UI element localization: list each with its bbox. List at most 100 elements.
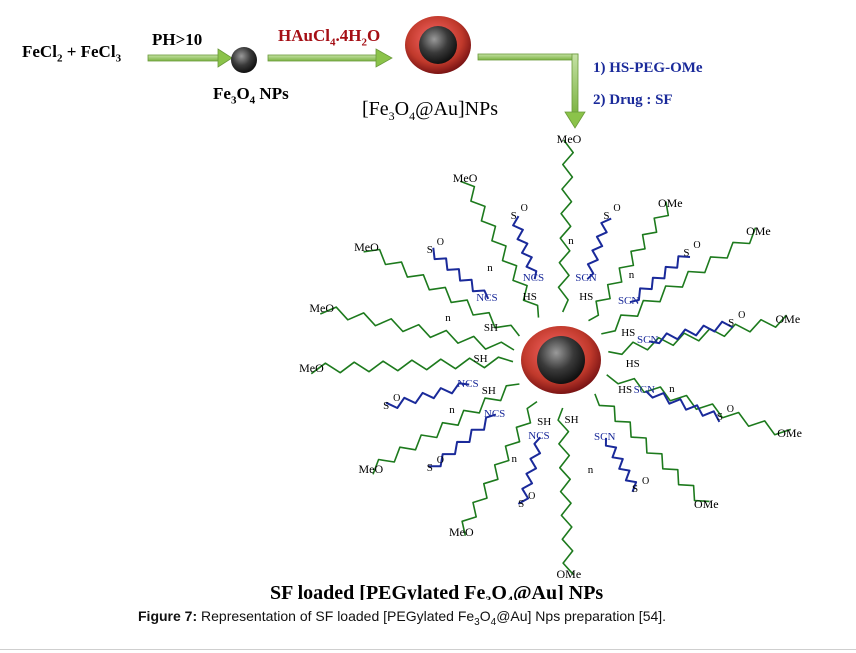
label-ome: OMe xyxy=(775,312,801,327)
label-o: O xyxy=(693,239,701,251)
label-s: S xyxy=(426,243,433,256)
bond-chain xyxy=(648,320,734,345)
label-o: O xyxy=(613,203,621,215)
bond-chain xyxy=(601,227,757,335)
label-ncs: NCS xyxy=(483,407,506,420)
label-o: O xyxy=(436,236,444,248)
label-s: S xyxy=(518,497,525,510)
bond-chain xyxy=(432,247,490,300)
label-ome: OMe xyxy=(693,496,719,511)
label-n: n xyxy=(449,403,455,416)
label-scn: SCN xyxy=(575,272,597,285)
label-meo: MeO xyxy=(358,462,384,476)
label-sh: SH xyxy=(481,385,496,397)
label-hs: HS xyxy=(625,358,640,371)
label-n: n xyxy=(568,235,574,248)
bond-chain xyxy=(428,413,497,468)
label-ncs: NCS xyxy=(457,377,479,390)
bond-chain xyxy=(319,306,515,351)
label-o: O xyxy=(642,475,650,487)
label-meo: MeO xyxy=(299,360,324,375)
label-scn: SCN xyxy=(637,334,659,347)
bond-chain xyxy=(385,382,470,409)
step3-reagent-2: 2) Drug : SF xyxy=(593,92,673,108)
bond-chain xyxy=(363,248,521,337)
label-n: n xyxy=(511,452,518,465)
bond-chain xyxy=(608,314,788,356)
label-o: O xyxy=(520,203,528,215)
bond-chain xyxy=(512,215,538,280)
label-ome: OMe xyxy=(746,224,771,238)
label-meo: MeO xyxy=(556,132,582,147)
label-n: n xyxy=(628,268,635,281)
label-scn: SCN xyxy=(617,295,640,308)
label-s: S xyxy=(603,210,610,223)
bond-chain xyxy=(586,217,612,280)
label-s: S xyxy=(510,210,517,223)
label-ome: OMe xyxy=(556,566,582,581)
label-s: S xyxy=(632,482,639,495)
label-sh: SH xyxy=(537,416,552,429)
bond-chain xyxy=(557,139,574,313)
fe3o4-au-nanoparticle xyxy=(405,16,471,74)
label-n: n xyxy=(587,464,594,477)
label-o: O xyxy=(436,455,444,467)
label-hs: HS xyxy=(522,290,537,303)
label-sh: SH xyxy=(473,353,488,365)
label-hs: HS xyxy=(618,384,633,396)
bond-chain xyxy=(460,180,540,318)
label-ome: OMe xyxy=(777,426,802,441)
bond-chain xyxy=(606,374,792,436)
bond-chain xyxy=(644,390,721,423)
product-title: SF loaded [PEGylated Fe3O4@Au] NPs xyxy=(270,582,604,600)
fe3o4-nanoparticle xyxy=(231,47,257,73)
label-ncs: NCS xyxy=(522,272,545,285)
label-ncs: NCS xyxy=(528,430,550,443)
label-meo: MeO xyxy=(354,239,379,254)
step3-reagent-1: 1) HS-PEG-OMe xyxy=(593,60,703,76)
label-o: O xyxy=(528,490,536,502)
label-meo: MeO xyxy=(449,525,474,540)
label-meo: MeO xyxy=(452,170,478,185)
bond-chain xyxy=(461,400,538,536)
fe3o4-np-label: Fe3O4 NPs xyxy=(213,84,289,107)
label-scn: SCN xyxy=(594,430,616,443)
label-s: S xyxy=(728,316,735,329)
label-n: n xyxy=(445,311,451,324)
label-o: O xyxy=(738,309,746,321)
label-s: S xyxy=(716,411,723,424)
label-s: S xyxy=(426,462,433,475)
label-n: n xyxy=(669,382,675,395)
bond-chain xyxy=(588,201,670,322)
bond-chain xyxy=(629,255,691,304)
bottom-rule xyxy=(0,649,856,650)
bond-chain xyxy=(517,436,542,505)
label-sh: SH xyxy=(564,414,579,427)
label-s: S xyxy=(683,246,690,259)
label-meo: MeO xyxy=(309,301,335,316)
figure-label: Figure 7: xyxy=(138,608,198,624)
step1-condition: PH>10 xyxy=(152,30,203,49)
label-ome: OMe xyxy=(657,196,683,211)
label-ncs: NCS xyxy=(476,291,498,304)
label-sh: SH xyxy=(483,322,498,334)
label-hs: HS xyxy=(621,326,636,339)
bond-chain xyxy=(372,383,520,475)
pegylated-nanoparticle xyxy=(521,326,601,394)
reaction-arrow-3 xyxy=(477,53,586,129)
label-o: O xyxy=(393,392,401,404)
bond-chain xyxy=(310,356,514,375)
label-hs: HS xyxy=(579,290,594,303)
label-o: O xyxy=(726,404,734,416)
reaction-arrow-2 xyxy=(267,48,393,68)
bond-chain xyxy=(604,437,638,493)
peg-drug-chains xyxy=(310,139,792,576)
bond-chain xyxy=(594,393,710,503)
reaction-arrow-1 xyxy=(147,48,233,68)
step2-reagent: HAuCl4.4H2O xyxy=(278,26,381,49)
label-s: S xyxy=(383,399,390,412)
reactants-label: FeCl2 + FeCl3 xyxy=(22,42,122,65)
bond-chain xyxy=(557,407,575,576)
